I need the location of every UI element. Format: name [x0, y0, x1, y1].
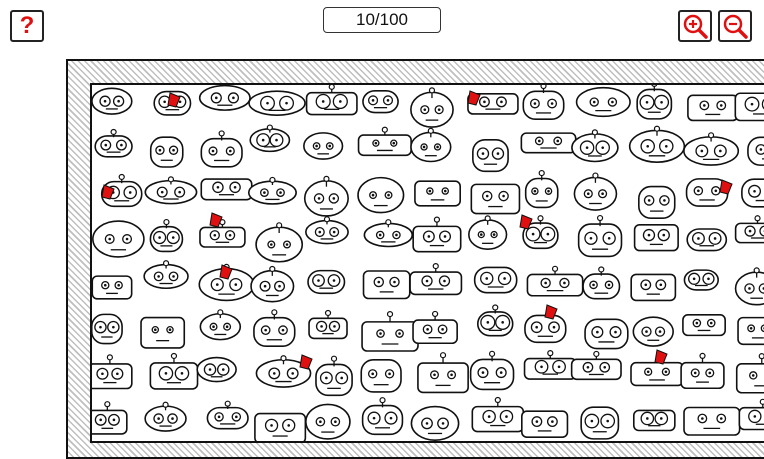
- robot-scene[interactable]: [90, 83, 764, 443]
- help-button[interactable]: ?: [10, 10, 44, 42]
- found-counter: 10/100: [323, 7, 441, 33]
- zoom-in-button[interactable]: [678, 10, 712, 42]
- robot-illustration: [92, 85, 764, 443]
- zoom-out-button[interactable]: [718, 10, 752, 42]
- magnify-plus-icon: [682, 13, 708, 39]
- magnify-minus-icon: [722, 13, 748, 39]
- question-mark-icon: ?: [20, 14, 35, 38]
